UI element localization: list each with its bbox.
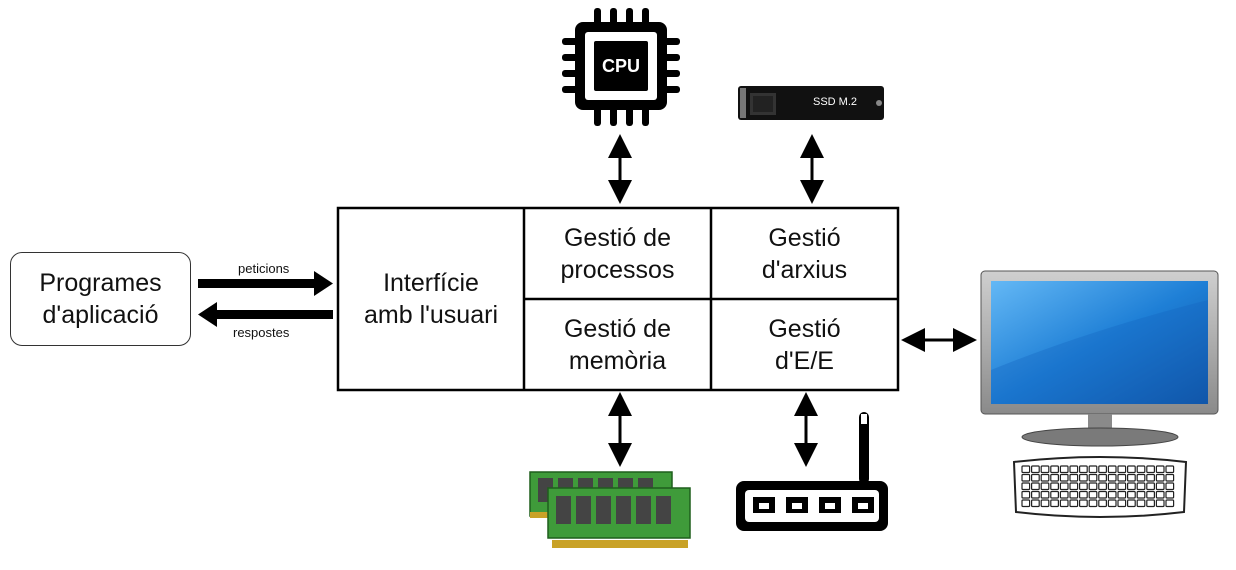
file-management-line2: d'arxius [761, 255, 848, 284]
file-management-line1: Gestió [768, 223, 841, 252]
io-management-line1: Gestió [768, 314, 841, 343]
user-interface-cell: Interfície amb l'usuari [338, 208, 524, 390]
io-management-cell: Gestió d'E/E [711, 299, 898, 390]
process-management-line1: Gestió de [563, 223, 671, 252]
application-programs-label: Programes d'aplicació [10, 252, 191, 346]
responses-label: respostes [233, 325, 290, 340]
user-interface-line2: amb l'usuari [364, 301, 498, 329]
keyboard-icon [1012, 456, 1188, 518]
process-management-cell: Gestió de processos [524, 208, 711, 299]
kernel-block [336, 206, 900, 392]
io-management-line2: d'E/E [775, 346, 834, 375]
network-router-icon [736, 412, 888, 531]
application-programs-line2: d'aplicació [42, 301, 159, 329]
request-arrow [198, 271, 333, 296]
file-management-cell: Gestió d'arxius [711, 208, 898, 299]
application-programs-box [10, 252, 191, 346]
process-management-line2: processos [560, 255, 675, 284]
ssd-label: SSD M.2 [812, 96, 857, 108]
monitor-icon [980, 270, 1219, 447]
response-arrow [198, 302, 333, 327]
ssd-m2-icon [738, 86, 884, 120]
application-programs-line1: Programes [39, 269, 162, 297]
memory-management-line1: Gestió de [563, 314, 671, 343]
requests-label: peticions [238, 261, 290, 276]
cpu-chip-icon [562, 8, 680, 126]
user-interface-line1: Interfície [383, 269, 479, 297]
ram-modules-icon [529, 471, 691, 548]
cpu-label: CPU [601, 56, 640, 76]
memory-management-line2: memòria [568, 346, 667, 375]
memory-management-cell: Gestió de memòria [524, 299, 711, 390]
